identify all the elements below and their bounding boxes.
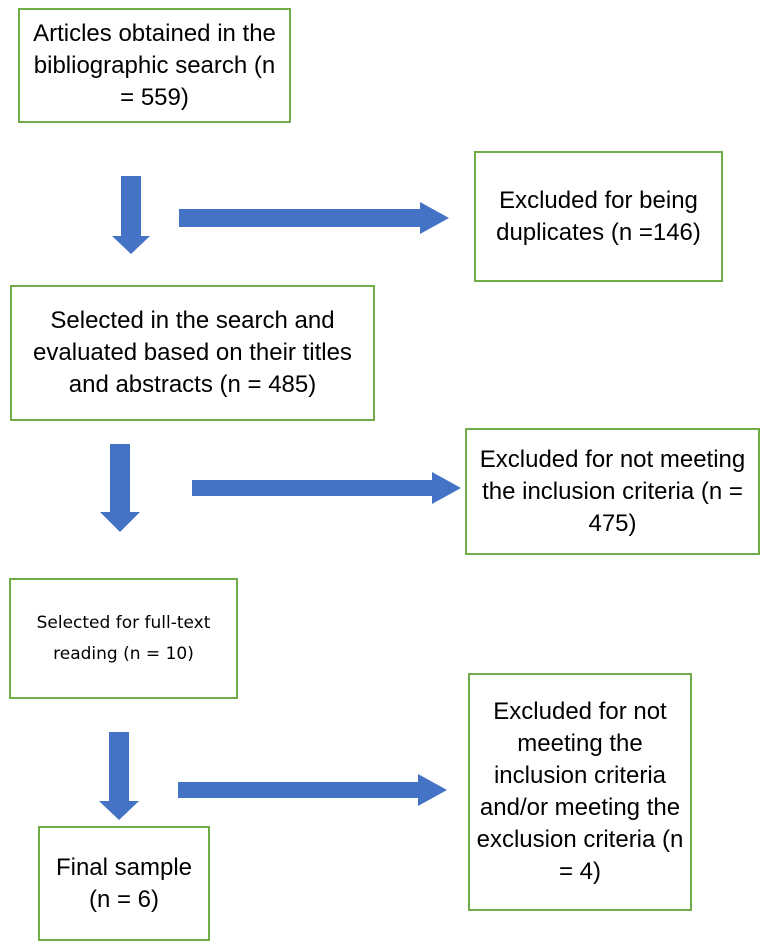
selected-titles-abstracts-box: Selected in the search and evaluated bas… [10, 285, 375, 421]
excluded-duplicates-box: Excluded for being duplicates (n =146) [474, 151, 723, 282]
articles-obtained-text: Articles obtained in the bibliographic s… [33, 19, 276, 111]
selected-titles-abstracts-text: Selected in the search and evaluated bas… [33, 307, 352, 398]
articles-obtained-box: Articles obtained in the bibliographic s… [18, 8, 291, 123]
excluded-inclusion-exclusion-box: Excluded for not meeting the inclusion c… [468, 673, 692, 911]
right-arrow-2 [192, 472, 461, 504]
final-sample-box: Final sample (n = 6) [38, 826, 210, 941]
excluded-inclusion-box: Excluded for not meeting the inclusion c… [465, 428, 760, 555]
right-arrow-1 [179, 202, 449, 234]
excluded-duplicates-text: Excluded for being duplicates (n =146) [496, 186, 701, 246]
final-sample-text: Final sample (n = 6) [55, 853, 193, 913]
down-arrow-2 [100, 444, 140, 532]
selected-full-text-box: Selected for full-text reading (n = 10) [9, 578, 238, 699]
down-arrow-3 [99, 732, 139, 820]
down-arrow-1 [112, 176, 150, 254]
right-arrow-3 [178, 774, 447, 806]
excluded-inclusion-text: Excluded for not meeting the inclusion c… [479, 445, 746, 537]
selected-full-text-text: Selected for full-text reading (n = 10) [36, 612, 211, 664]
excluded-inclusion-exclusion-text: Excluded for not meeting the inclusion c… [476, 698, 684, 885]
